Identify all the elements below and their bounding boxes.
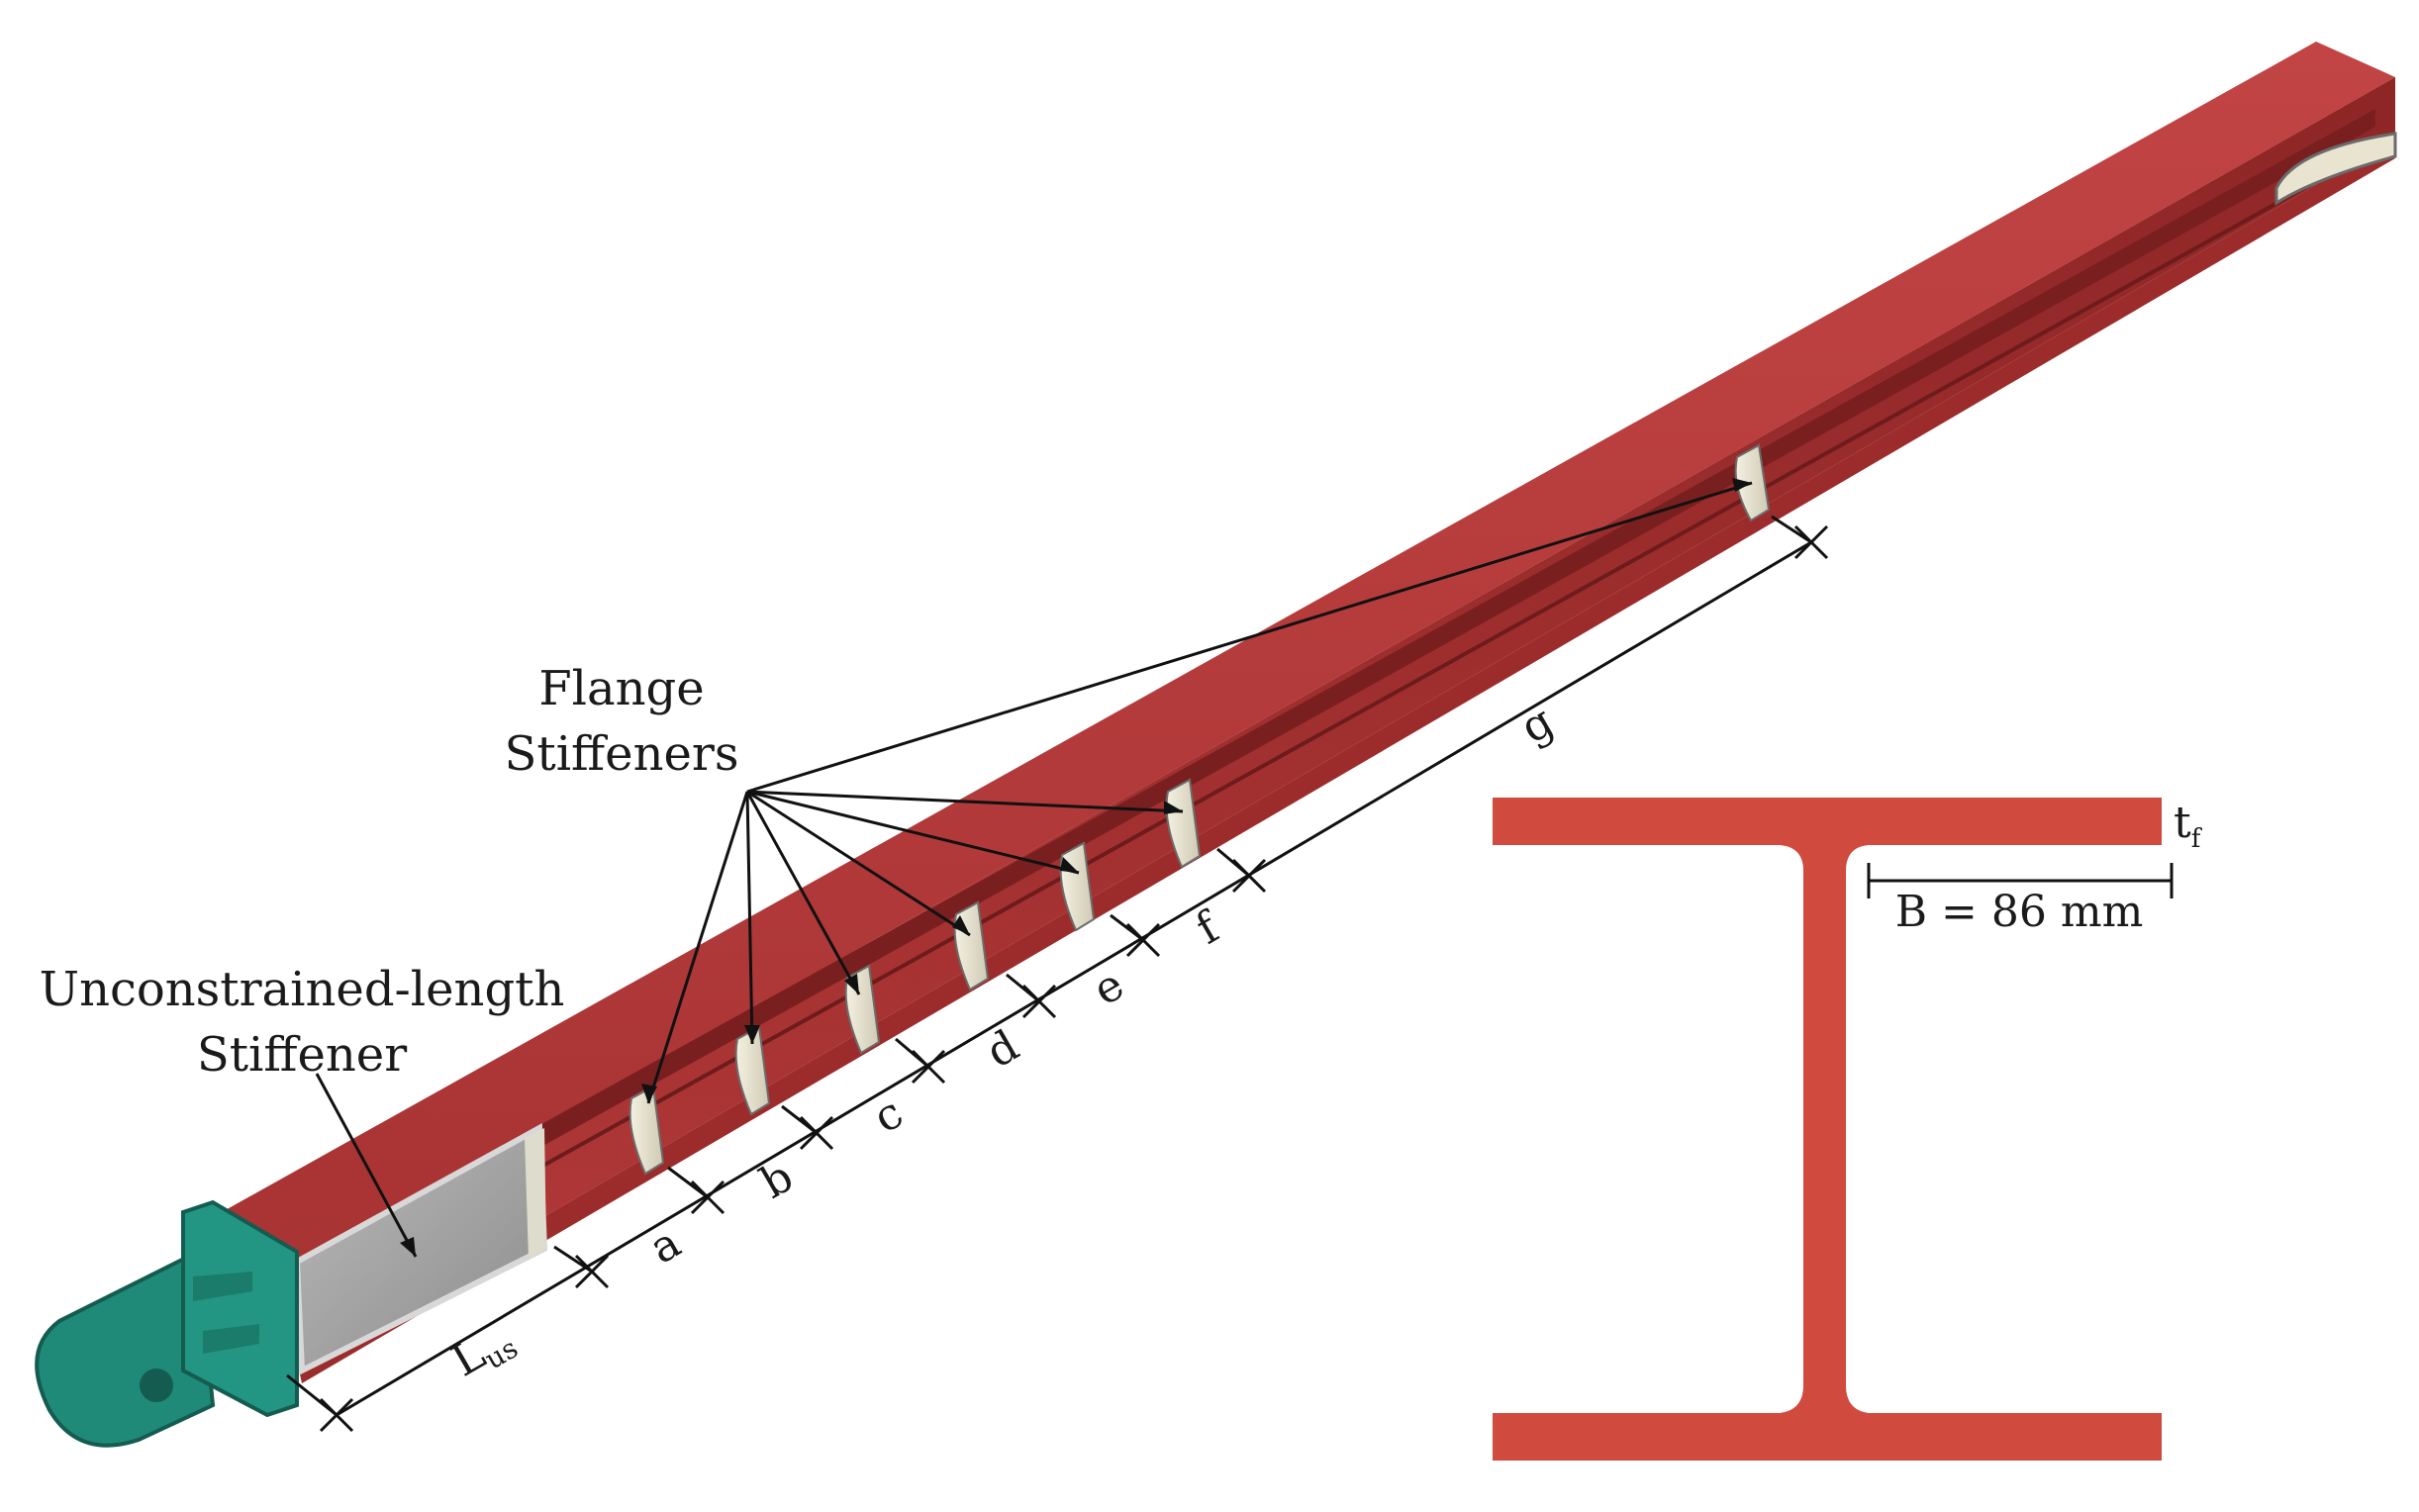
leader-line-6 xyxy=(746,790,1184,813)
dim-label-e: e xyxy=(1085,959,1132,1015)
web-groove xyxy=(534,109,2375,1148)
top-flange-face xyxy=(213,42,2395,1272)
tick-stroke xyxy=(574,1254,610,1289)
arrowhead-3 xyxy=(844,974,859,994)
dimension-tick-mark xyxy=(1231,858,1267,894)
arrowhead-unconstrained xyxy=(400,1237,416,1257)
flange-stiffener-2 xyxy=(734,1025,771,1116)
i-beam-3d xyxy=(35,42,2397,1448)
dimension-line xyxy=(336,540,1812,1417)
leader-line-1 xyxy=(646,791,749,1104)
flange-stiffeners-label-line2: Stiffeners xyxy=(505,726,739,782)
leader-line-4 xyxy=(746,790,971,937)
dim-label-b: b xyxy=(752,1151,802,1208)
unconstrained-length-label: Unconstrained-length xyxy=(40,962,565,1017)
unconstrained-stiffener-end-plate xyxy=(525,1128,546,1259)
unconstrained-length-label-line2: Stiffener xyxy=(197,1027,407,1083)
dim-label-d: d xyxy=(978,1020,1027,1078)
dim-label-c: c xyxy=(865,1087,912,1143)
tick-stroke xyxy=(690,1180,726,1215)
tick-stroke xyxy=(1793,524,1829,560)
arrowhead-5 xyxy=(1060,857,1079,873)
lug-hole xyxy=(140,1369,173,1402)
flange-stiffener-6 xyxy=(1165,778,1202,869)
section-width-label: B = 86 mm xyxy=(1895,887,2144,937)
leader-arrowheads xyxy=(400,478,1752,1257)
leader-line-3 xyxy=(745,791,861,995)
section-width-dimension xyxy=(1867,863,2174,898)
dimension-tick-mark xyxy=(574,1254,610,1289)
i-section-shape xyxy=(1493,798,2162,1461)
leader-line-5 xyxy=(746,790,1080,875)
flange-stiffener-leaders xyxy=(315,481,1753,1258)
tick-stroke xyxy=(1231,858,1267,894)
i-section-profile xyxy=(1493,798,2162,1461)
dim-label-g: g xyxy=(1512,696,1562,753)
extension-line-g-end xyxy=(1771,515,1812,544)
dimension-tick-mark xyxy=(319,1397,354,1433)
tick-stroke xyxy=(1021,984,1057,1019)
leader-line-2 xyxy=(745,791,754,1045)
arrowhead-2 xyxy=(744,1025,760,1044)
dimension-tick-mark xyxy=(799,1115,834,1151)
arrowhead-1 xyxy=(641,1084,657,1103)
arrowhead-6 xyxy=(1164,801,1183,814)
dimension-ticks xyxy=(319,524,1829,1433)
tick-stroke xyxy=(1125,922,1161,958)
bottom-flange-edge xyxy=(297,139,2395,1383)
extension-line-a-start xyxy=(553,1245,593,1274)
end-lug xyxy=(35,1248,216,1448)
dim-label-f: f xyxy=(1188,901,1229,955)
dimension-tick-mark xyxy=(690,1180,726,1215)
dimension-tick-mark xyxy=(1793,524,1829,560)
end-connection xyxy=(35,1199,299,1448)
flange-stiffeners-label: Flange xyxy=(538,661,704,716)
tick-stroke xyxy=(911,1049,946,1085)
beam-end-tip xyxy=(2274,132,2397,206)
dim-label-a: a xyxy=(641,1217,689,1274)
dim-label-lus: Lus xyxy=(443,1313,524,1390)
web-groove-edge xyxy=(538,146,2376,1170)
arrowhead-4 xyxy=(952,915,970,935)
arrowhead-7 xyxy=(1732,478,1752,492)
leader-line-7 xyxy=(746,481,1753,794)
end-plate-rib-1 xyxy=(193,1272,252,1301)
end-plate-rib-2 xyxy=(203,1324,259,1354)
flange-thickness-label: tf xyxy=(2174,798,2203,854)
tick-stroke xyxy=(319,1397,354,1433)
end-plate xyxy=(181,1199,299,1418)
dimension-tick-mark xyxy=(1021,984,1057,1019)
flange-stiffener-1 xyxy=(629,1085,665,1176)
dimension-tick-mark xyxy=(911,1049,946,1085)
web-side-face xyxy=(289,77,2395,1361)
tick-stroke xyxy=(799,1115,834,1151)
flange-stiffener-7 xyxy=(1734,443,1771,522)
leader-line-unconstrained xyxy=(315,1073,418,1258)
dimension-tick-mark xyxy=(1125,922,1161,958)
